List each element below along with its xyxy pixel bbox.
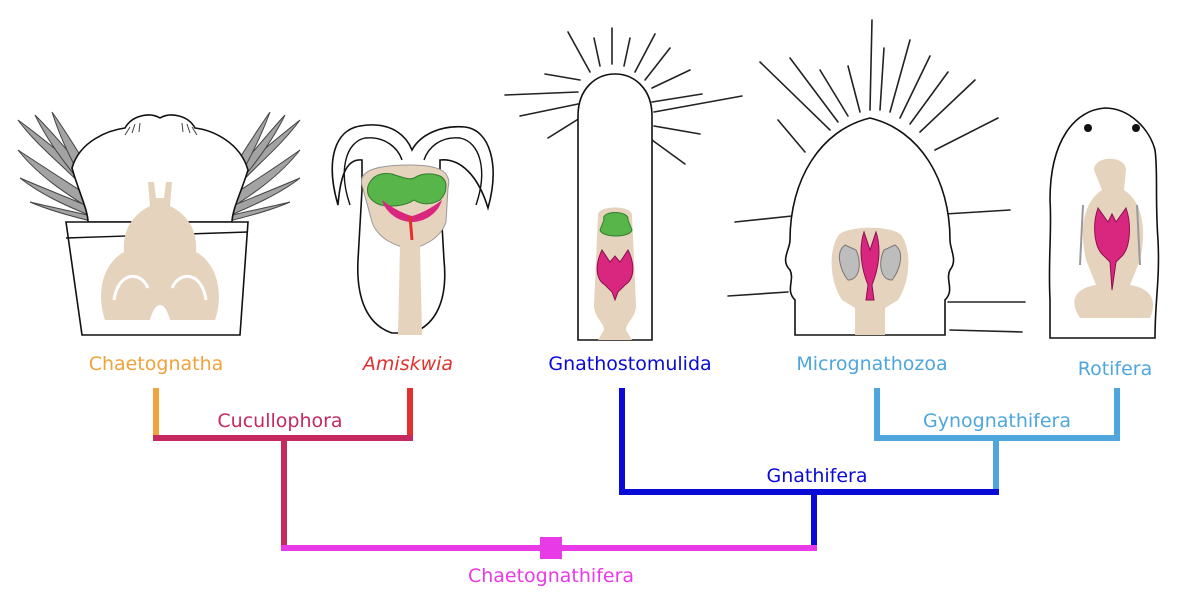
branch-gnathifera [619,489,999,548]
gnathostomulida-illustration [504,27,743,341]
micrognathozoa-illustration [727,19,1026,336]
branch-cucullophora [153,435,413,548]
label-amiskwia: Amiskwia [362,353,454,375]
branch-gynognathifera [874,435,1120,492]
chaetognathifera-node-marker [540,537,562,559]
label-micrognathozoa: Micrognathozoa [796,353,948,375]
label-chaetognathifera: Chaetognathifera [467,565,635,587]
chaetognatha-illustration [17,111,301,336]
label-chaetognatha: Chaetognatha [88,353,224,375]
rotifera-illustration [1048,107,1160,339]
label-cucullophora: Cucullophora [217,410,343,432]
label-gnathifera: Gnathifera [766,465,868,487]
label-rotifera: Rotifera [1077,358,1153,380]
label-gynognathifera: Gynognathifera [923,410,1071,432]
label-gnathostomulida: Gnathostomulida [548,353,712,375]
amiskwia-illustration [331,124,494,335]
